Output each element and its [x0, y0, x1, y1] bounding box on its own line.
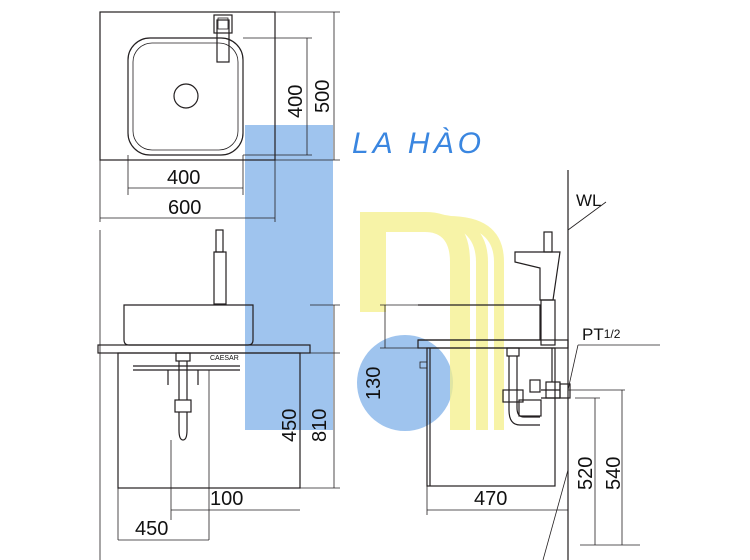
side-trap-pipe-icon [502, 347, 571, 426]
front-view: CAESAR 100 450 450 810 [97, 229, 340, 560]
watermark-blue-circle [357, 335, 453, 431]
front-basin [123, 304, 254, 346]
watermark-text: LA HÀO [352, 127, 485, 160]
dim-trap-height: 520 [575, 457, 597, 490]
drain-hole-icon [173, 83, 199, 109]
watermark [245, 125, 504, 431]
dim-depth: 470 [474, 488, 507, 510]
dim-cabinet-height: 450 [279, 409, 301, 442]
dim-total-height: 810 [309, 409, 331, 442]
brand-label: CAESAR [210, 355, 239, 362]
side-view: WL PT1/2 [363, 170, 660, 560]
dim-basin-height: 130 [363, 367, 385, 400]
wall-label: WL [576, 191, 602, 210]
watermark-blue-bar [245, 125, 333, 430]
pipe-label: PT1/2 [582, 325, 621, 344]
dim-basin-width: 400 [167, 167, 200, 189]
front-faucet-icon [213, 229, 227, 305]
side-cabinet [426, 347, 556, 487]
side-faucet-icon [514, 231, 561, 346]
top-view-basin-outline [127, 37, 244, 156]
front-drain-pipe-icon [167, 352, 199, 441]
top-view: 400 600 400 500 [99, 11, 340, 222]
side-countertop [417, 339, 569, 349]
dim-basin-depth: 400 [285, 85, 307, 118]
dim-drain-offset: 100 [210, 488, 243, 510]
dim-cabinet-width: 600 [168, 197, 201, 219]
top-view-cabinet-outline [99, 11, 276, 161]
top-faucet-icon [213, 14, 233, 63]
watermark-yellow-arches [360, 212, 504, 430]
dim-supply-height: 540 [603, 457, 625, 490]
dim-cabinet-depth: 500 [312, 80, 334, 113]
dim-cabinet-half: 450 [135, 518, 168, 540]
